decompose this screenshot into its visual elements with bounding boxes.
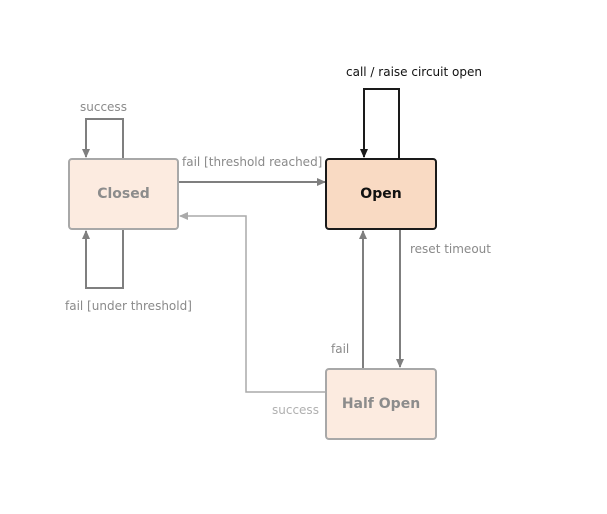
label-reset-timeout: reset timeout — [410, 242, 491, 256]
state-closed: Closed — [68, 158, 179, 230]
closed-success-loop-arrow — [82, 118, 124, 158]
state-open-label: Open — [360, 186, 402, 202]
open-call-loop-arrow — [360, 88, 400, 158]
label-half-open-fail: fail — [331, 342, 350, 356]
state-half-open: Half Open — [325, 368, 437, 440]
state-half-open-label: Half Open — [341, 396, 421, 412]
label-closed-success: success — [80, 100, 127, 114]
label-fail-under-threshold: fail [under threshold] — [65, 299, 192, 313]
label-open-call: call / raise circuit open — [346, 65, 482, 79]
label-fail-threshold-reached: fail [threshold reached] — [182, 155, 323, 169]
half-open-to-closed-arrow — [179, 212, 325, 393]
state-closed-label: Closed — [97, 186, 150, 202]
label-half-open-success: success — [272, 403, 319, 417]
closed-fail-under-threshold-loop-arrow — [82, 230, 124, 289]
state-open: Open — [325, 158, 437, 230]
